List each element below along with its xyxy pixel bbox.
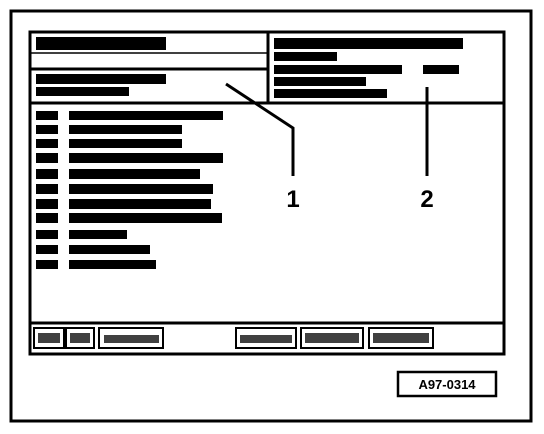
list-row-text bbox=[69, 169, 200, 179]
header-right-line-3a bbox=[274, 65, 402, 74]
figure-frame bbox=[9, 9, 533, 423]
list-row-text bbox=[69, 245, 150, 254]
list-row-code bbox=[36, 230, 58, 239]
list-row-code bbox=[36, 260, 58, 269]
list-row-text bbox=[69, 213, 222, 223]
header-right-line-4 bbox=[274, 77, 366, 86]
list-row-text bbox=[69, 184, 213, 194]
list-row-text bbox=[69, 199, 211, 209]
header-left-panel bbox=[30, 37, 268, 96]
list-row-code bbox=[36, 153, 58, 163]
list-row-code bbox=[36, 199, 58, 209]
list-row-text bbox=[69, 125, 182, 134]
header-right-panel bbox=[274, 38, 463, 98]
list-row-code bbox=[36, 125, 58, 134]
softkey-bar bbox=[30, 321, 504, 349]
list-row-code bbox=[36, 169, 58, 179]
list-row-text bbox=[69, 260, 156, 269]
figure-code-box: A97-0314 bbox=[396, 370, 498, 398]
list-row-text bbox=[69, 111, 223, 120]
list-row-code bbox=[36, 111, 58, 120]
softkey-1-label bbox=[38, 333, 60, 343]
list-row-code bbox=[36, 184, 58, 194]
list-row-text bbox=[69, 153, 223, 163]
header-right-line-2 bbox=[274, 52, 337, 61]
softkey-3-label bbox=[104, 335, 159, 343]
list-row-code bbox=[36, 139, 58, 148]
callout-1-label: 1 bbox=[286, 186, 299, 213]
header-text-line-2 bbox=[36, 87, 129, 96]
list-row-text bbox=[69, 230, 127, 239]
header-right-line-1 bbox=[274, 38, 463, 49]
header-text-line-1 bbox=[36, 74, 166, 84]
softkey-2-label bbox=[70, 333, 90, 343]
list-row-code bbox=[36, 213, 58, 223]
figure-code-frame bbox=[396, 370, 498, 398]
callouts: 1 2 bbox=[225, 82, 434, 213]
header-right-line-3b bbox=[423, 65, 459, 74]
callout-1-leader bbox=[225, 82, 295, 176]
softkey-6-label bbox=[373, 333, 429, 343]
tester-display bbox=[28, 30, 506, 356]
softkey-5-label bbox=[305, 333, 359, 343]
figure-code: A97-0314 bbox=[418, 377, 476, 392]
callout-2-label: 2 bbox=[420, 186, 433, 213]
list-row-text bbox=[69, 139, 182, 148]
list-row-code bbox=[36, 245, 58, 254]
header-title-bar bbox=[36, 37, 166, 50]
measured-value-list bbox=[36, 111, 223, 269]
softkey-4-label bbox=[240, 335, 292, 343]
header-right-line-5 bbox=[274, 89, 387, 98]
